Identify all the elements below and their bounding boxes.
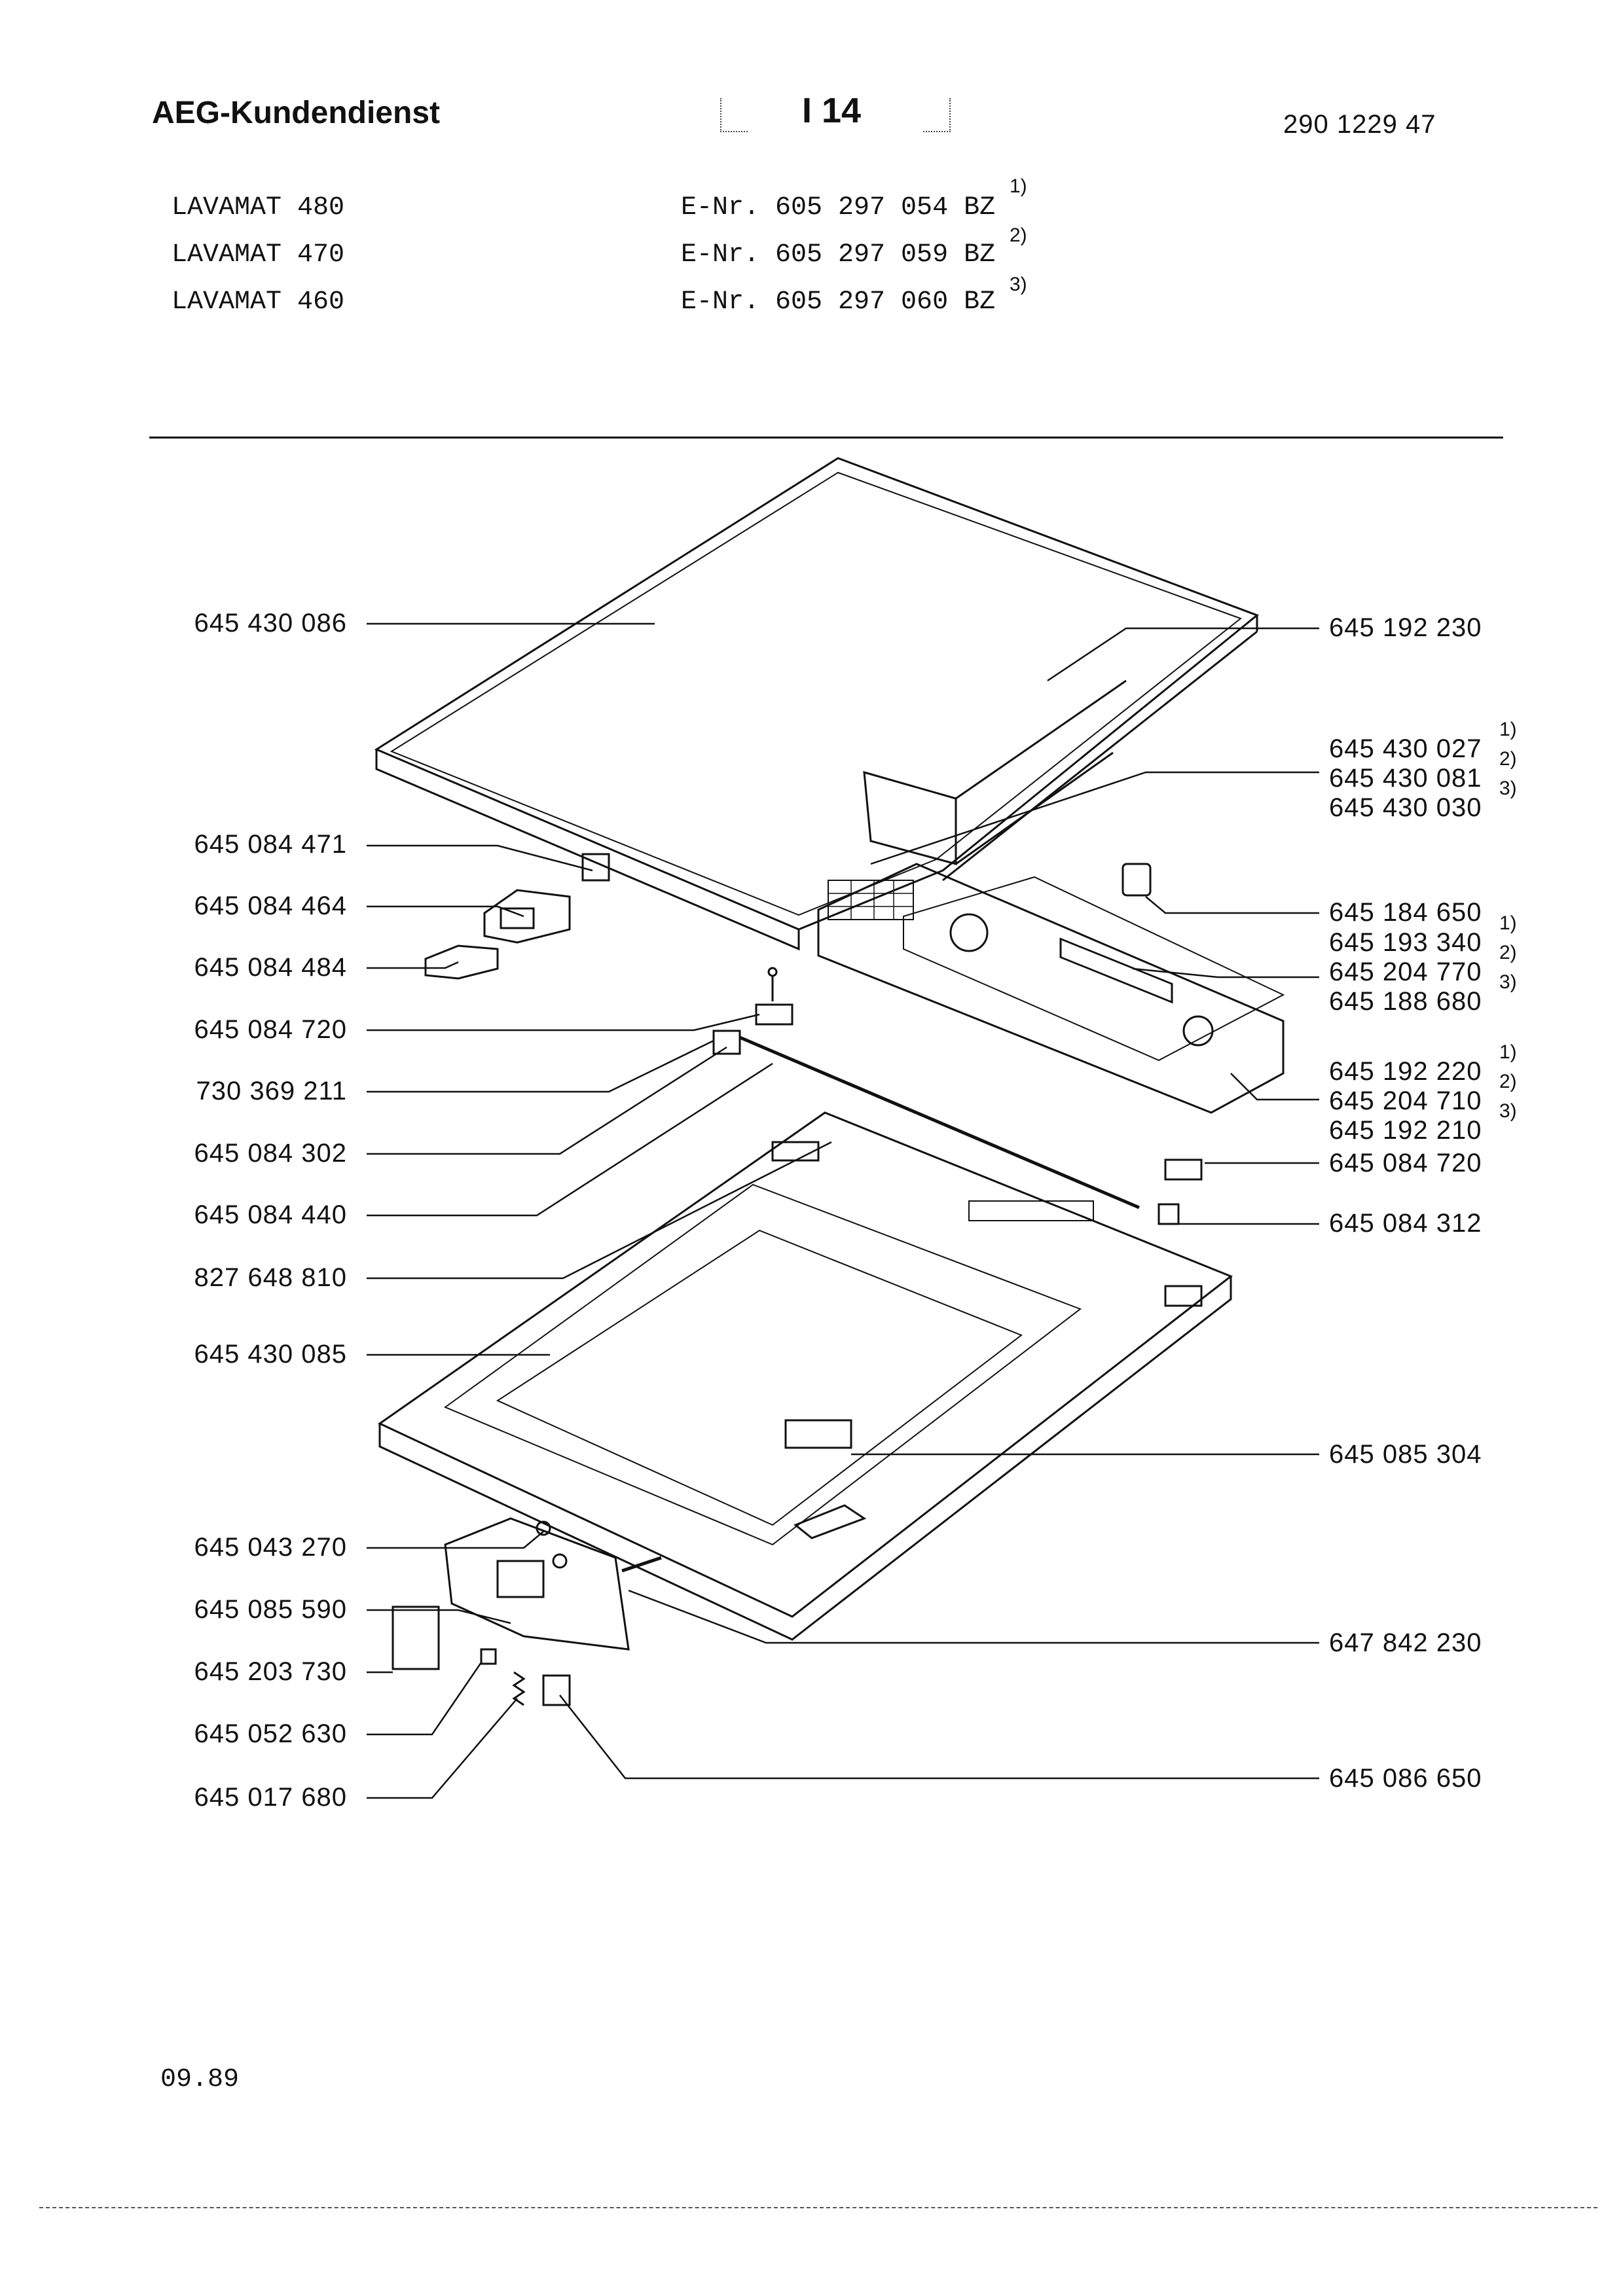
header-divider — [149, 437, 1503, 439]
part-label: 645 430 085 — [194, 1340, 347, 1369]
part-label: 645 203 730 — [194, 1657, 347, 1686]
model-name: LAVAMAT 460 — [172, 287, 345, 317]
part-note: 3) — [1499, 778, 1517, 799]
control-panel — [817, 863, 1285, 1114]
part-label: 645 192 210 — [1329, 1116, 1482, 1145]
part-label: 645 084 440 — [194, 1200, 347, 1229]
model-note: 3) — [1010, 274, 1027, 295]
part-label: 645 192 220 — [1329, 1057, 1482, 1086]
part-note: 1) — [1499, 912, 1517, 934]
document-number: 290 1229 47 — [1283, 110, 1436, 139]
model-note: 2) — [1010, 224, 1027, 246]
model-name: LAVAMAT 480 — [172, 193, 345, 223]
part-note: 3) — [1499, 1100, 1517, 1122]
part-note: 3) — [1499, 971, 1517, 993]
part-label: 647 842 230 — [1329, 1628, 1482, 1657]
part-label: 645 085 304 — [1329, 1440, 1482, 1469]
leader-lines-right — [559, 627, 1319, 1780]
part-label: 645 084 312 — [1329, 1209, 1482, 1238]
part-label: 645 017 680 — [194, 1783, 347, 1812]
right-clip — [1164, 1158, 1203, 1181]
model-name: LAVAMAT 470 — [172, 240, 345, 270]
print-date: 09.89 — [160, 2065, 240, 2094]
brand-title: AEG-Kundendienst — [152, 96, 440, 130]
drawer-flap — [863, 679, 1127, 865]
part-label: 645 430 030 — [1329, 793, 1482, 822]
page-code-bracket-right — [923, 98, 951, 132]
part-label: 827 648 810 — [194, 1263, 347, 1292]
part-label: 645 085 590 — [194, 1595, 347, 1624]
model-enr: E-Nr. 605 297 054 BZ — [681, 193, 996, 223]
part-label: 645 043 270 — [194, 1533, 347, 1562]
part-label: 645 430 081 — [1329, 764, 1482, 793]
rod — [739, 1035, 1140, 1210]
clip-parts — [424, 853, 793, 1055]
part-label: 645 184 650 — [1329, 898, 1482, 927]
part-label: 645 204 770 — [1329, 958, 1482, 986]
part-label: 645 052 630 — [194, 1719, 347, 1748]
footer-rule — [39, 2207, 1597, 2208]
part-label: 645 204 710 — [1329, 1086, 1482, 1115]
knob — [1122, 863, 1152, 897]
model-note: 1) — [1010, 175, 1027, 197]
model-enr: E-Nr. 605 297 059 BZ — [681, 240, 996, 270]
lower-frame — [378, 1111, 1233, 1641]
page-code-bracket-left — [720, 98, 748, 132]
part-label: 645 430 027 — [1329, 734, 1482, 763]
door-lock-assembly — [392, 1517, 662, 1706]
part-label: 730 369 211 — [196, 1077, 347, 1105]
leader-lines-left — [367, 622, 832, 1799]
part-note: 1) — [1499, 719, 1517, 740]
page-code: I 14 — [802, 91, 862, 130]
part-note: 1) — [1499, 1041, 1517, 1063]
part-note: 2) — [1499, 1071, 1517, 1092]
right-small-part — [1158, 1203, 1180, 1225]
part-label: 645 086 650 — [1329, 1764, 1482, 1793]
part-label: 645 084 484 — [194, 953, 347, 982]
part-label: 645 084 464 — [194, 891, 347, 920]
part-label: 645 430 086 — [194, 609, 347, 637]
part-note: 2) — [1499, 942, 1517, 963]
part-label: 645 084 720 — [1329, 1149, 1482, 1177]
part-note: 2) — [1499, 748, 1517, 770]
part-label: 645 084 720 — [194, 1015, 347, 1044]
part-label: 645 192 230 — [1329, 613, 1482, 642]
part-label: 645 188 680 — [1329, 987, 1482, 1016]
top-lid — [374, 457, 1259, 951]
model-enr: E-Nr. 605 297 060 BZ — [681, 287, 996, 317]
part-label: 645 193 340 — [1329, 928, 1482, 957]
part-label: 645 084 471 — [194, 830, 347, 859]
part-label: 645 084 302 — [194, 1139, 347, 1168]
